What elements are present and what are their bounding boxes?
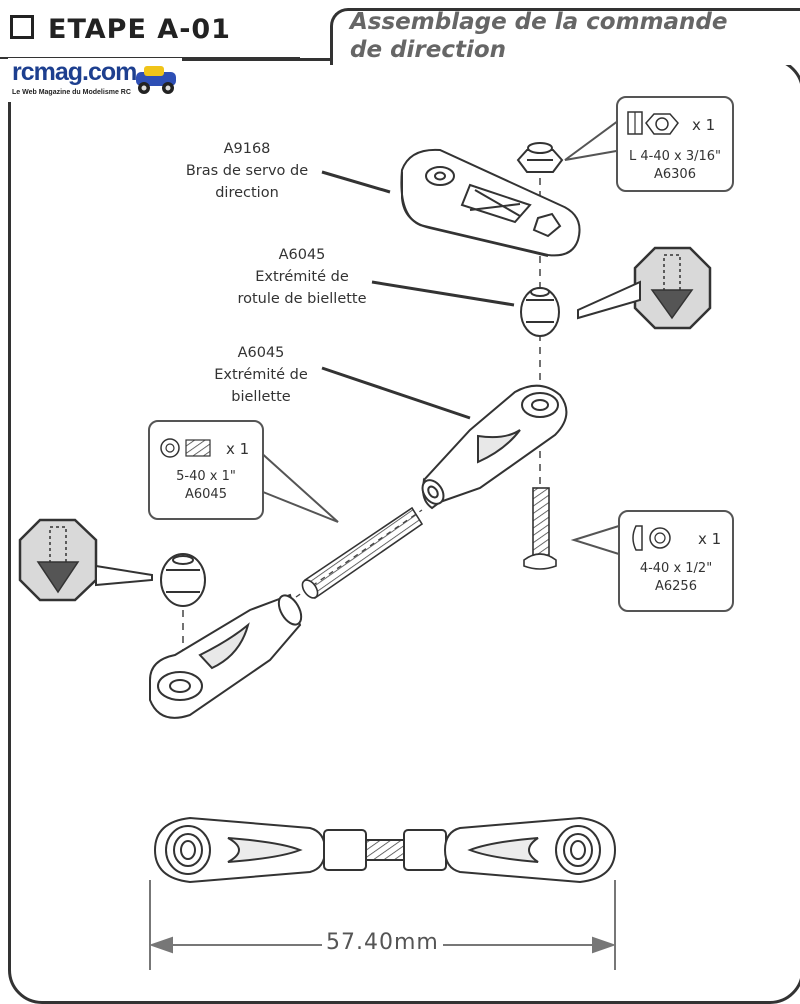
servo-arm-label: A9168 Bras de servo de direction	[172, 138, 322, 204]
setscrew-spec: 5-40 x 1"	[176, 469, 236, 484]
ball-end-label: A6045 Extrémité de rotule de biellette	[222, 244, 382, 310]
ball-end-lower-part	[160, 553, 206, 607]
logo-text: rcmag.com	[12, 58, 137, 86]
locknut-code: A6306	[654, 167, 696, 182]
setscrew-callout-pointer	[257, 447, 339, 523]
screw-part	[523, 487, 557, 570]
locknut-hardware-box: x 1 L 4-40 x 3/16" A6306	[616, 96, 734, 192]
rcmag-logo: rcmag.com Le Web Magazine du Modelisme R…	[8, 58, 182, 102]
servo-arm-name-line2: direction	[215, 185, 279, 201]
overall-length-label: 57.40mm	[322, 930, 443, 955]
screw-code: A6256	[655, 579, 697, 594]
description-frame	[330, 8, 800, 65]
ball-end-name-line2: rotule de biellette	[237, 291, 367, 307]
push-down-arrow-icon	[577, 246, 712, 330]
rod-end-lower-part	[149, 593, 303, 719]
ball-end-code: A6045	[278, 247, 326, 263]
checkbox-icon	[10, 15, 34, 39]
dimension-line	[148, 880, 617, 970]
step-title-text: ETAPE A-01	[48, 14, 231, 45]
servo-arm-part	[400, 148, 581, 257]
servo-arm-code: A9168	[223, 141, 271, 157]
screw-hardware-box: x 1 4-40 x 1/2" A6256	[618, 510, 734, 612]
locknut-spec: L 4-40 x 3/16"	[628, 149, 721, 164]
setscrew-qty: x 1	[226, 440, 250, 458]
step-title: ETAPE A-01	[10, 14, 231, 45]
description-line-1: Assemblage de la commande	[350, 9, 728, 35]
locknut-qty: x 1	[692, 116, 716, 134]
locknut-part	[516, 142, 564, 173]
rod-end-name-line1: Extrémité de	[214, 367, 308, 383]
logo-car-icon	[136, 66, 176, 94]
rod-end-upper-part	[421, 384, 568, 510]
threaded-rod-part	[301, 506, 424, 600]
step-description: Assemblage de la commande de direction	[350, 8, 728, 64]
screw-spec: 4-40 x 1/2"	[639, 561, 713, 576]
setscrew-hardware-box: x 1 5-40 x 1" A6045	[148, 420, 264, 520]
screw-callout-pointer	[570, 523, 623, 557]
description-line-2: de direction	[350, 37, 507, 63]
locknut-callout-pointer	[564, 116, 623, 161]
logo-subtitle: Le Web Magazine du Modelisme RC	[12, 89, 131, 96]
rod-end-label: A6045 Extrémité de biellette	[196, 342, 326, 408]
assembled-linkage	[153, 816, 617, 884]
rod-end-name-line2: biellette	[231, 389, 291, 405]
setscrew-icon	[160, 438, 211, 458]
rod-end-code: A6045	[237, 345, 285, 361]
servo-arm-name-line1: Bras de servo de	[185, 163, 309, 179]
ball-end-part	[520, 287, 560, 337]
exploded-view-diagram	[18, 116, 712, 970]
setscrew-code: A6045	[185, 487, 227, 502]
button-head-screw-icon	[632, 525, 671, 551]
push-down-arrow-icon	[18, 518, 153, 602]
step-header: ETAPE A-01	[0, 0, 345, 58]
screw-qty: x 1	[698, 530, 722, 548]
locknut-icon	[627, 111, 679, 135]
ball-end-name-line1: Extrémité de	[255, 269, 349, 285]
leader-lines	[321, 170, 515, 420]
